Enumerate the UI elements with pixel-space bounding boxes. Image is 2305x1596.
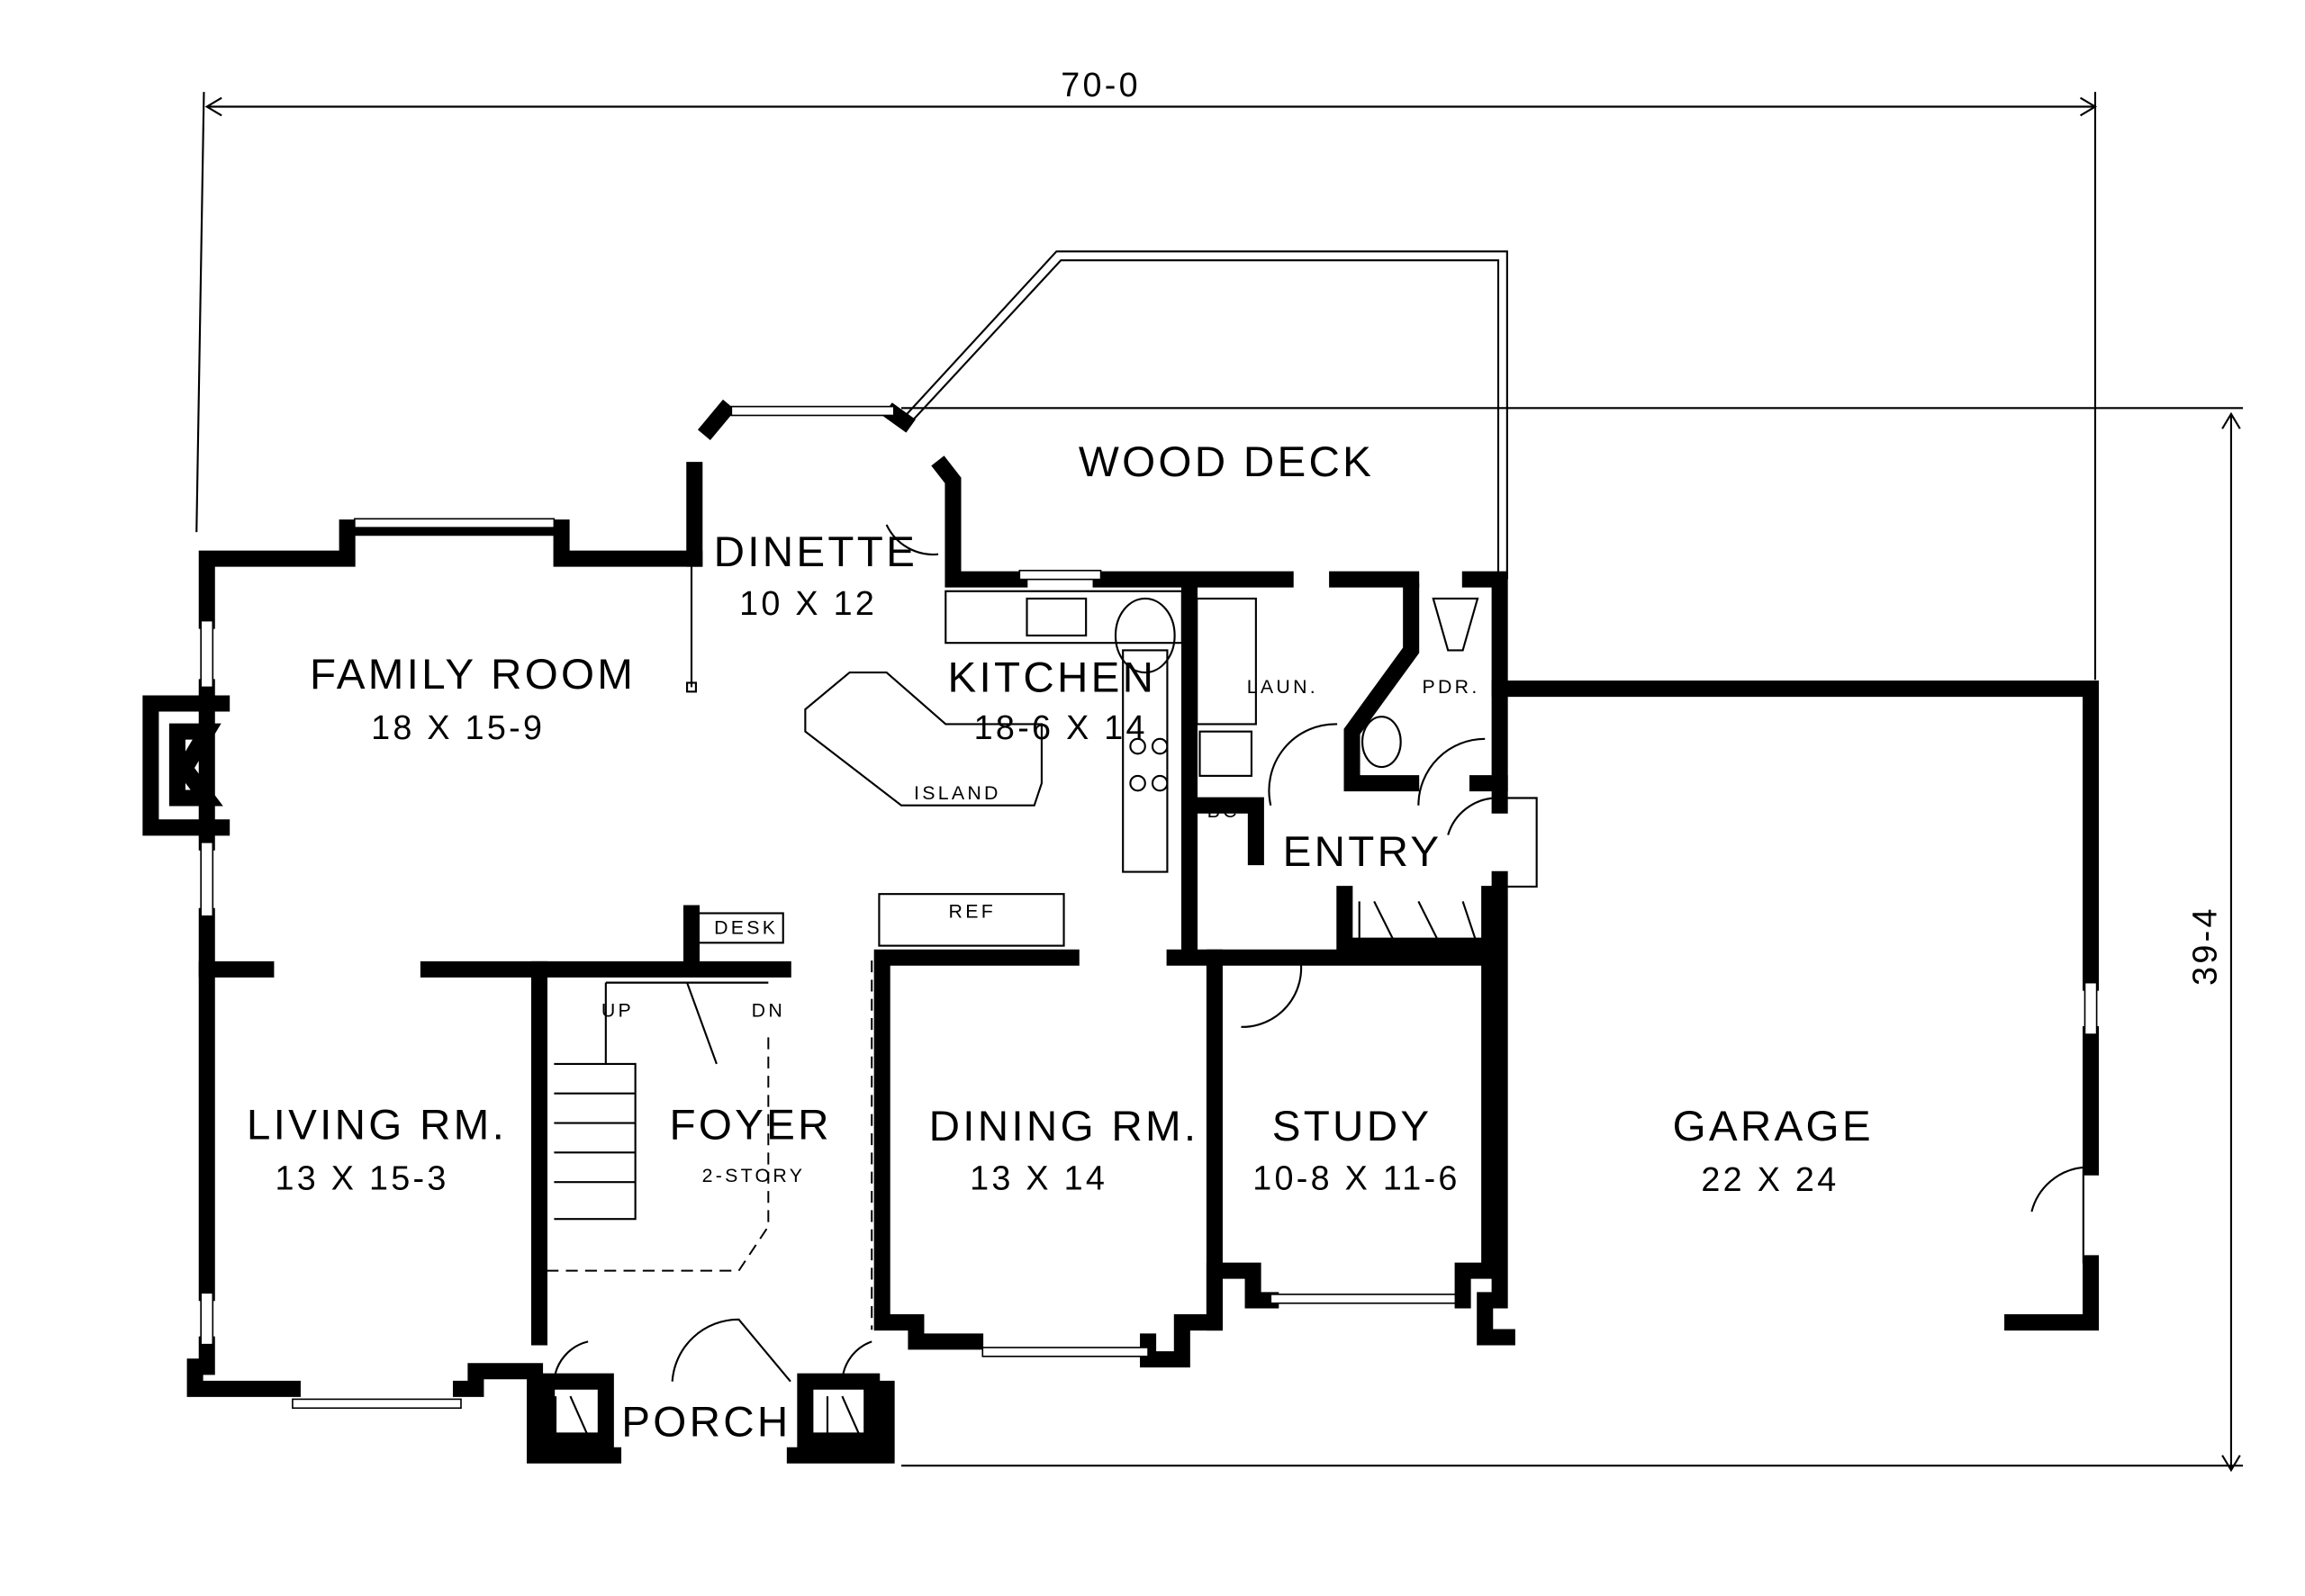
family-room-label: FAMILY ROOM bbox=[310, 651, 636, 699]
kitchen-size: 18-6 X 14 bbox=[974, 708, 1148, 746]
foyer-note: 2-STORY bbox=[702, 1165, 806, 1186]
width-dimension-label: 70-0 bbox=[1061, 66, 1141, 104]
kitchen-label: KITCHEN bbox=[948, 654, 1157, 701]
laundry-label: LAUN. bbox=[1247, 676, 1318, 698]
study-label: STUDY bbox=[1272, 1103, 1433, 1150]
family-room-size: 18 X 15-9 bbox=[371, 708, 545, 746]
wood-deck-outline bbox=[903, 250, 1508, 580]
dining-room-size: 13 X 14 bbox=[970, 1159, 1107, 1196]
windows bbox=[200, 405, 2098, 1410]
foyer-label: FOYER bbox=[669, 1102, 831, 1150]
wood-deck-label: WOOD DECK bbox=[1079, 438, 1374, 486]
island-counter bbox=[804, 671, 1043, 807]
garage-label: GARAGE bbox=[1673, 1103, 1874, 1150]
width-dimension: 70-0 bbox=[195, 66, 2098, 681]
dinette-size: 10 X 12 bbox=[739, 584, 877, 622]
garage-size: 22 X 24 bbox=[1701, 1160, 1839, 1198]
stairs-up-label: UP bbox=[601, 999, 634, 1021]
porch-label: PORCH bbox=[621, 1398, 791, 1446]
room-labels: WOOD DECK DINETTE 10 X 12 FAMILY ROOM 18… bbox=[247, 438, 1874, 1447]
dining-room-label: DINING RM. bbox=[929, 1103, 1199, 1150]
living-room-size: 13 X 15-3 bbox=[275, 1159, 448, 1196]
stairs-down-label: DN bbox=[752, 999, 785, 1021]
desk-label: DESK bbox=[714, 916, 778, 938]
doors bbox=[553, 487, 2084, 1383]
island-label: ISLAND bbox=[914, 782, 1001, 804]
study-size: 10-8 X 11-6 bbox=[1252, 1159, 1460, 1196]
refrigerator-label: REF bbox=[949, 900, 997, 922]
depth-dimension-label: 39-4 bbox=[2186, 906, 2224, 986]
dinette-label: DINETTE bbox=[714, 528, 918, 576]
fixtures bbox=[547, 590, 1479, 1437]
depth-dimension: 39-4 bbox=[901, 407, 2244, 1473]
entry-label: ENTRY bbox=[1283, 828, 1442, 876]
powder-room-label: PDR. bbox=[1422, 676, 1479, 698]
walls bbox=[142, 399, 2100, 1464]
broom-closet-label: BC bbox=[1207, 800, 1240, 822]
living-room-label: LIVING RM. bbox=[247, 1102, 507, 1150]
